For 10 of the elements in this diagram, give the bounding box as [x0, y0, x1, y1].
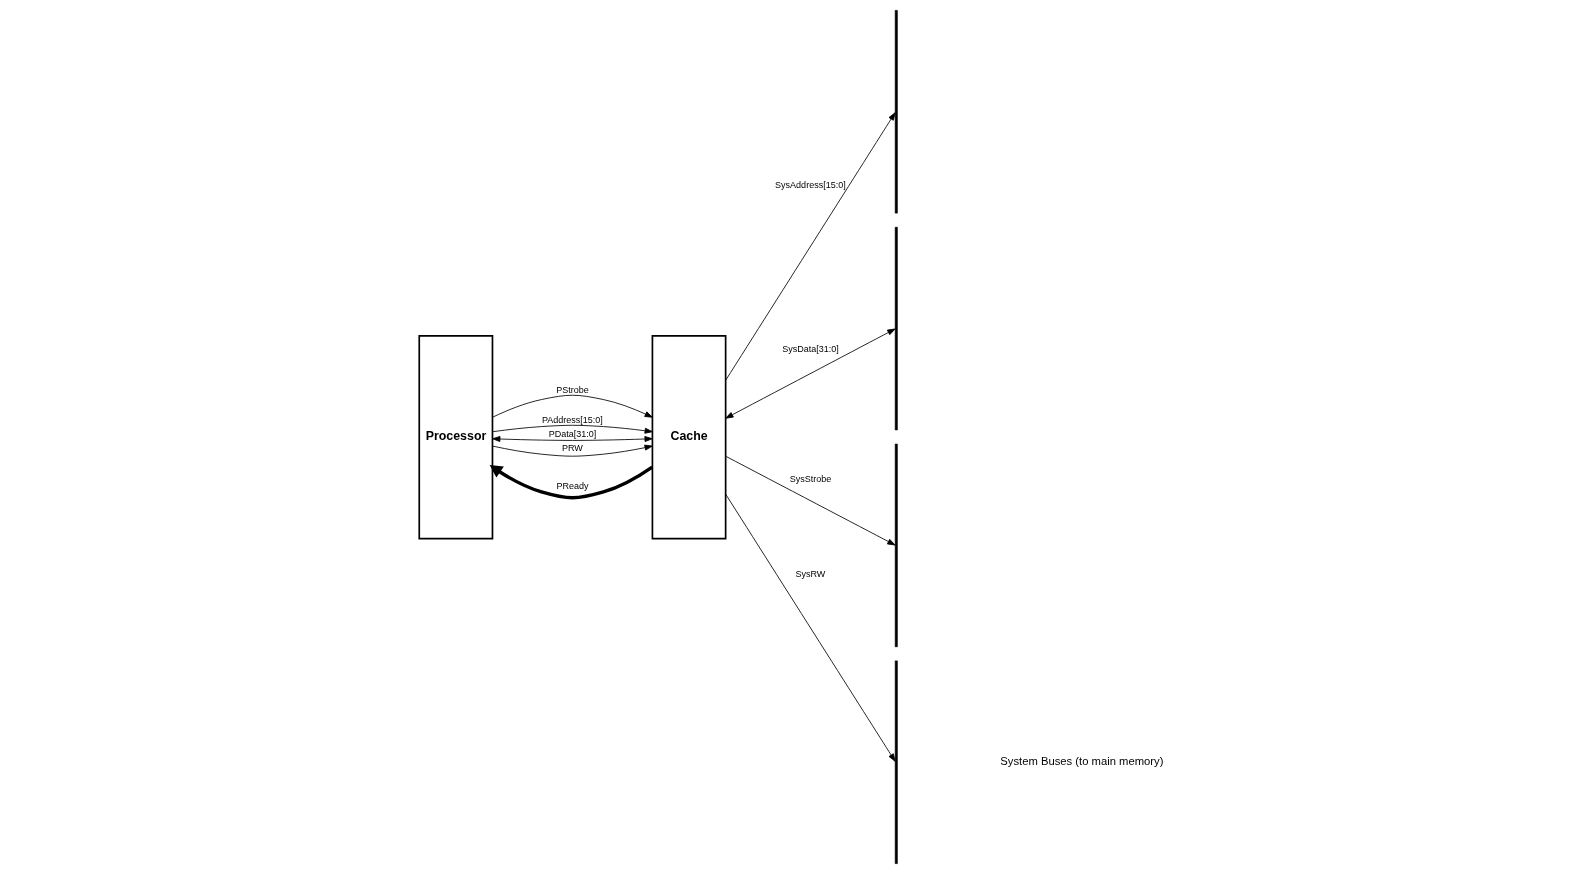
label: System Buses (to main memory) [999, 755, 1163, 768]
edge-label: PReady [555, 480, 588, 491]
edge-label: PAddress[15:0] [541, 414, 603, 425]
edge-label: PStrobe [555, 384, 589, 395]
edge-label: PRW [561, 443, 583, 454]
edge-label: SysStrobe [789, 474, 831, 485]
edge-label: SysRW [794, 568, 825, 579]
edge-label: SysAddress[15:0] [774, 179, 846, 190]
edge-label: SysData[31:0] [781, 344, 839, 355]
edge-label: PData[31:0] [548, 429, 596, 440]
